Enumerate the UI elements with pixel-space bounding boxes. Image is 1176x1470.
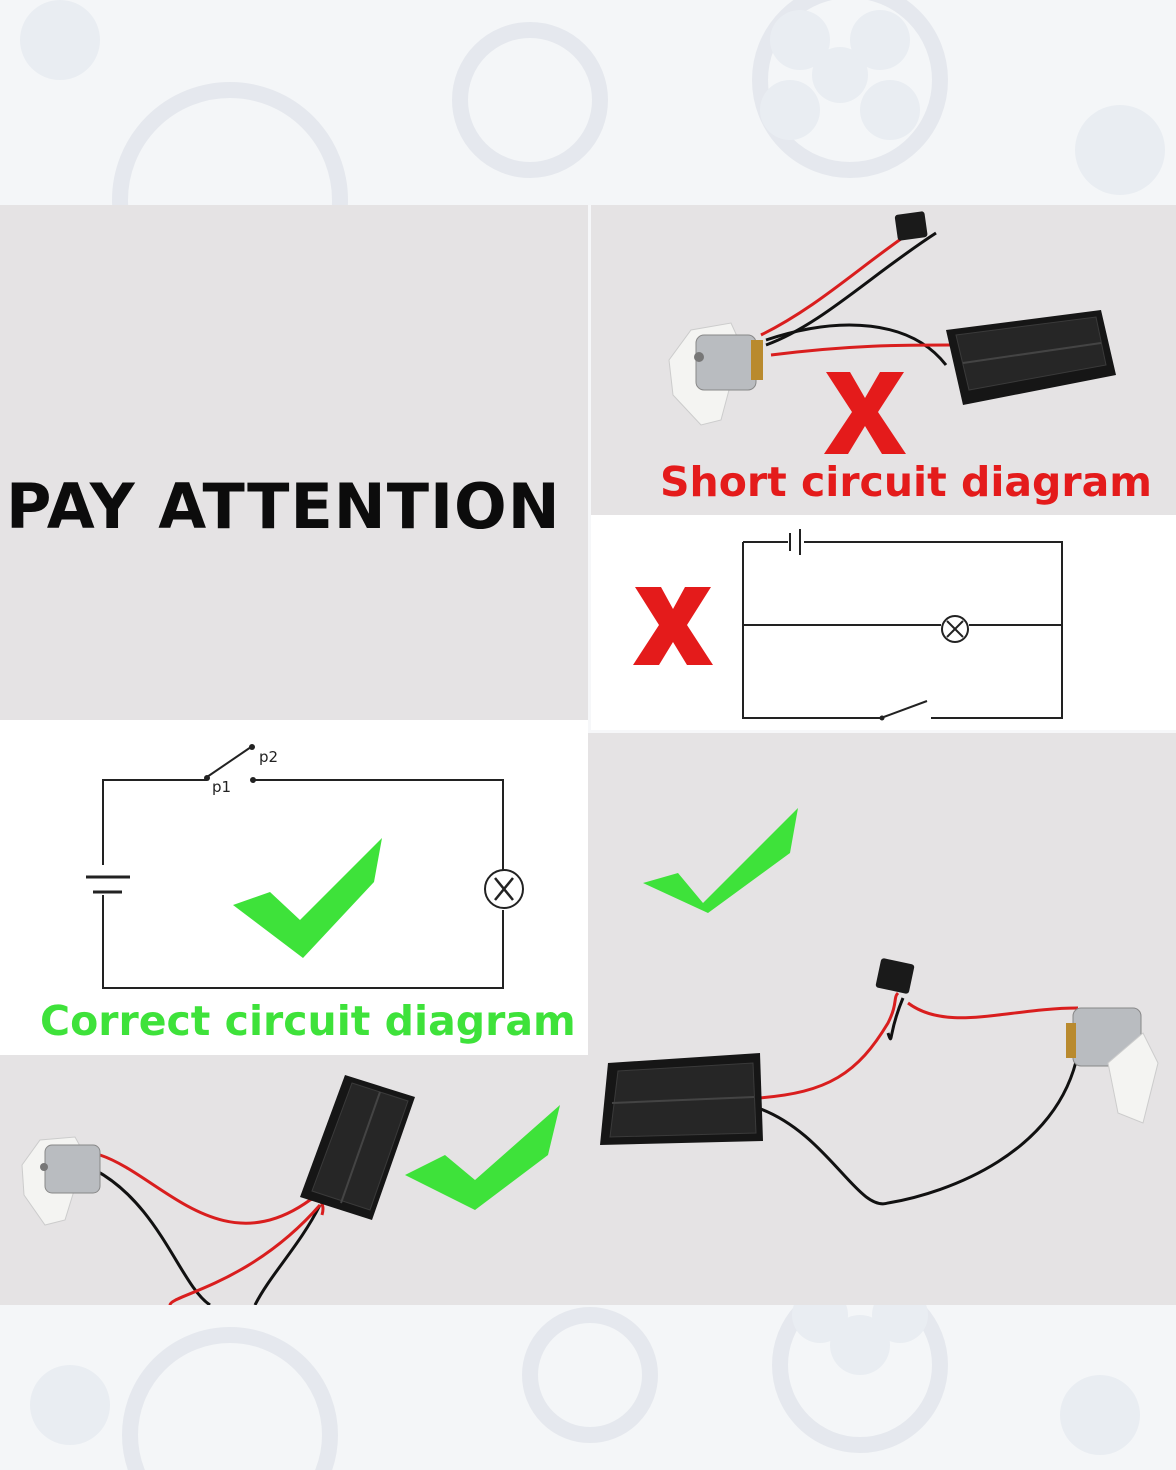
green-check-icon (233, 838, 382, 958)
gear-pattern-top (20, 0, 1165, 205)
correct-circuit-schematic-panel (0, 720, 588, 1055)
lamp-symbol-icon (484, 869, 524, 909)
correct-circuit-photo-right (600, 808, 1159, 1206)
rocker-switch-icon (875, 958, 915, 994)
short-circuit-schematic (633, 529, 1063, 721)
battery-holder-icon (600, 1053, 763, 1145)
green-check-icon (643, 808, 798, 913)
battery-symbol-icon (86, 875, 130, 894)
correct-circuit-photo-left (21, 1075, 560, 1305)
short-circuit-schematic-panel (591, 515, 1176, 730)
battery-holder-icon (946, 310, 1116, 405)
short-circuit-photo-panel (591, 205, 1176, 515)
short-circuit-caption: Short circuit diagram (660, 458, 1152, 506)
correct-circuit-schematic (80, 744, 524, 989)
short-circuit-photo (668, 211, 1116, 426)
green-check-icon (405, 1105, 560, 1210)
motor-icon (21, 1136, 101, 1226)
switch-label-p2: p2 (259, 748, 279, 766)
motor-icon (1066, 1007, 1159, 1124)
correct-circuit-photo-right-panel (588, 733, 1176, 1305)
switch-label-p1: p1 (212, 778, 232, 796)
correct-circuit-caption: Correct circuit diagram (40, 997, 576, 1045)
page-headline: PAY ATTENTION (6, 470, 561, 543)
lamp-symbol-icon (941, 615, 969, 643)
red-x-icon (824, 372, 906, 454)
switch-symbol-icon (204, 775, 210, 781)
battery-symbol-icon (789, 529, 801, 555)
correct-circuit-photo-left-panel (0, 1055, 588, 1305)
pay-attention-panel (0, 205, 588, 720)
rocker-switch-icon (894, 211, 928, 241)
bottom-decorative-background (0, 1305, 1176, 1470)
motor-icon (668, 322, 763, 426)
battery-holder-icon (300, 1075, 415, 1220)
gear-pattern-bottom (30, 1305, 1140, 1470)
top-decorative-background (0, 0, 1176, 205)
red-x-icon (633, 587, 713, 665)
